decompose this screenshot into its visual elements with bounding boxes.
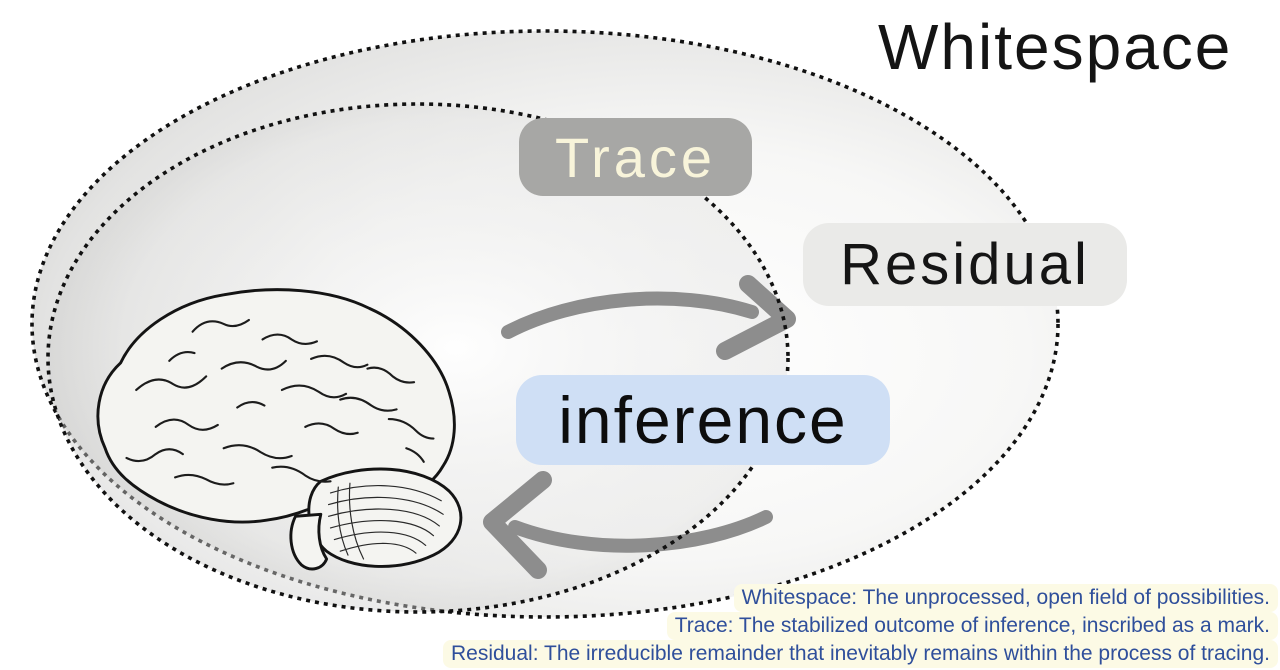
trace-label: Trace <box>519 118 752 196</box>
residual-label-text: Residual <box>840 232 1090 297</box>
brain-icon <box>96 288 463 571</box>
whitespace-title: Whitespace <box>878 11 1233 83</box>
caption-block: Whitespace: The unprocessed, open field … <box>442 584 1278 668</box>
cycle-arrow-bottom <box>483 471 773 579</box>
trace-label-text: Trace <box>554 125 717 189</box>
inference-label-text: inference <box>558 383 848 457</box>
caption-line-whitespace: Whitespace: The unprocessed, open field … <box>443 584 1278 612</box>
caption-line-residual: Residual: The irreducible remainder that… <box>442 640 1278 668</box>
trace-inner-ellipse-border <box>46 102 790 614</box>
cycle-arrow-top <box>501 275 796 360</box>
caption-line-trace: Trace: The stabilized outcome of inferen… <box>443 612 1278 640</box>
inference-label: inference <box>516 375 890 465</box>
residual-label: Residual <box>803 223 1127 306</box>
